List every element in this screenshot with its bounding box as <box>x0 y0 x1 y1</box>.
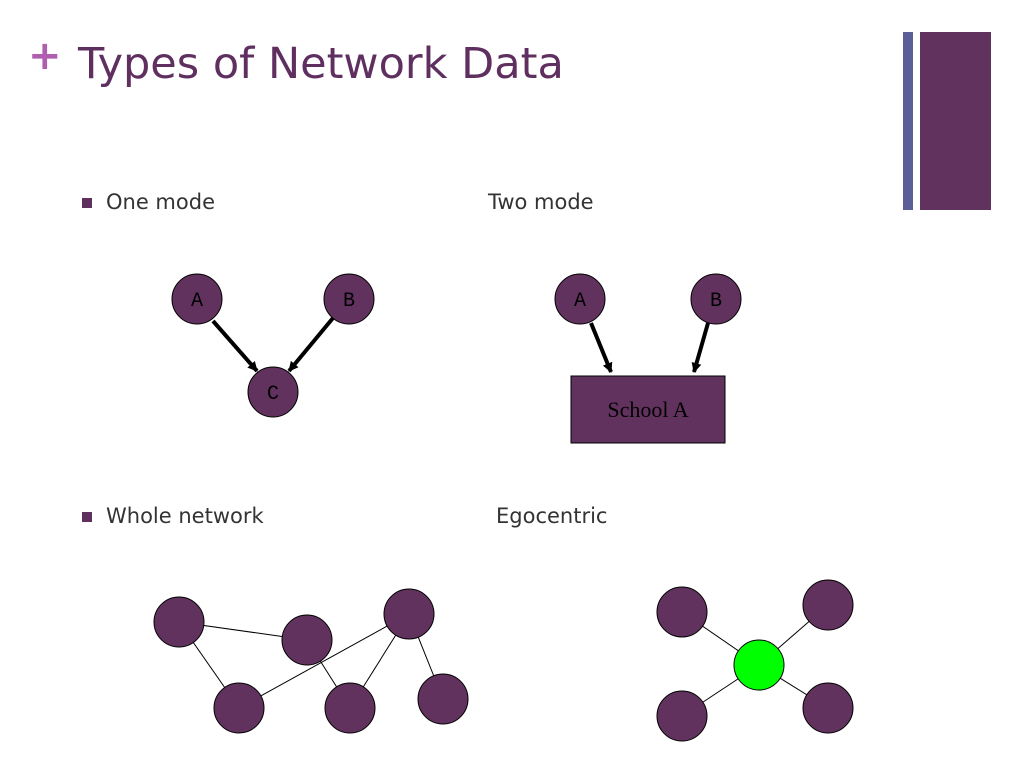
node-b <box>323 273 375 325</box>
bullet-icon <box>82 198 92 208</box>
ego-node <box>733 639 785 691</box>
network-node <box>383 588 435 640</box>
one-mode-graph: A B C <box>171 273 375 418</box>
bullet-icon <box>82 512 92 522</box>
alter-node <box>656 690 708 742</box>
edge-b-school <box>691 322 710 373</box>
slide-title: Types of Network Data <box>78 39 564 89</box>
school-box <box>570 375 726 444</box>
whole-network-label: Whole network <box>106 504 264 528</box>
node-b-label: B <box>343 290 355 313</box>
decor-bar-thin <box>903 32 913 210</box>
network-node <box>153 596 205 648</box>
whole-network-graph <box>153 588 469 734</box>
node-b <box>690 273 742 325</box>
edge-a-c <box>211 319 259 373</box>
network-node <box>417 673 469 725</box>
node-c-label: C <box>267 383 279 406</box>
plus-icon: + <box>28 33 62 79</box>
node-a-label: A <box>574 290 586 313</box>
two-mode-graph: A B School A <box>554 273 742 444</box>
decor-bar-thick <box>920 32 991 210</box>
edge-a-school <box>589 322 613 373</box>
network-node <box>213 682 265 734</box>
network-node <box>281 614 333 666</box>
one-mode-label: One mode <box>106 190 215 214</box>
egocentric-label: Egocentric <box>496 504 608 528</box>
school-box-label: School A <box>607 397 688 422</box>
egocentric-graph <box>656 579 854 742</box>
node-b-label: B <box>710 290 722 313</box>
edge <box>238 613 410 709</box>
node-a-label: A <box>191 290 203 313</box>
node-a <box>554 273 606 325</box>
node-c <box>247 366 299 418</box>
alter-node <box>802 682 854 734</box>
edge-b-c <box>287 316 335 373</box>
node-a <box>171 273 223 325</box>
network-node <box>324 682 376 734</box>
alter-node <box>802 579 854 631</box>
two-mode-label: Two mode <box>488 190 594 214</box>
alter-node <box>656 586 708 638</box>
